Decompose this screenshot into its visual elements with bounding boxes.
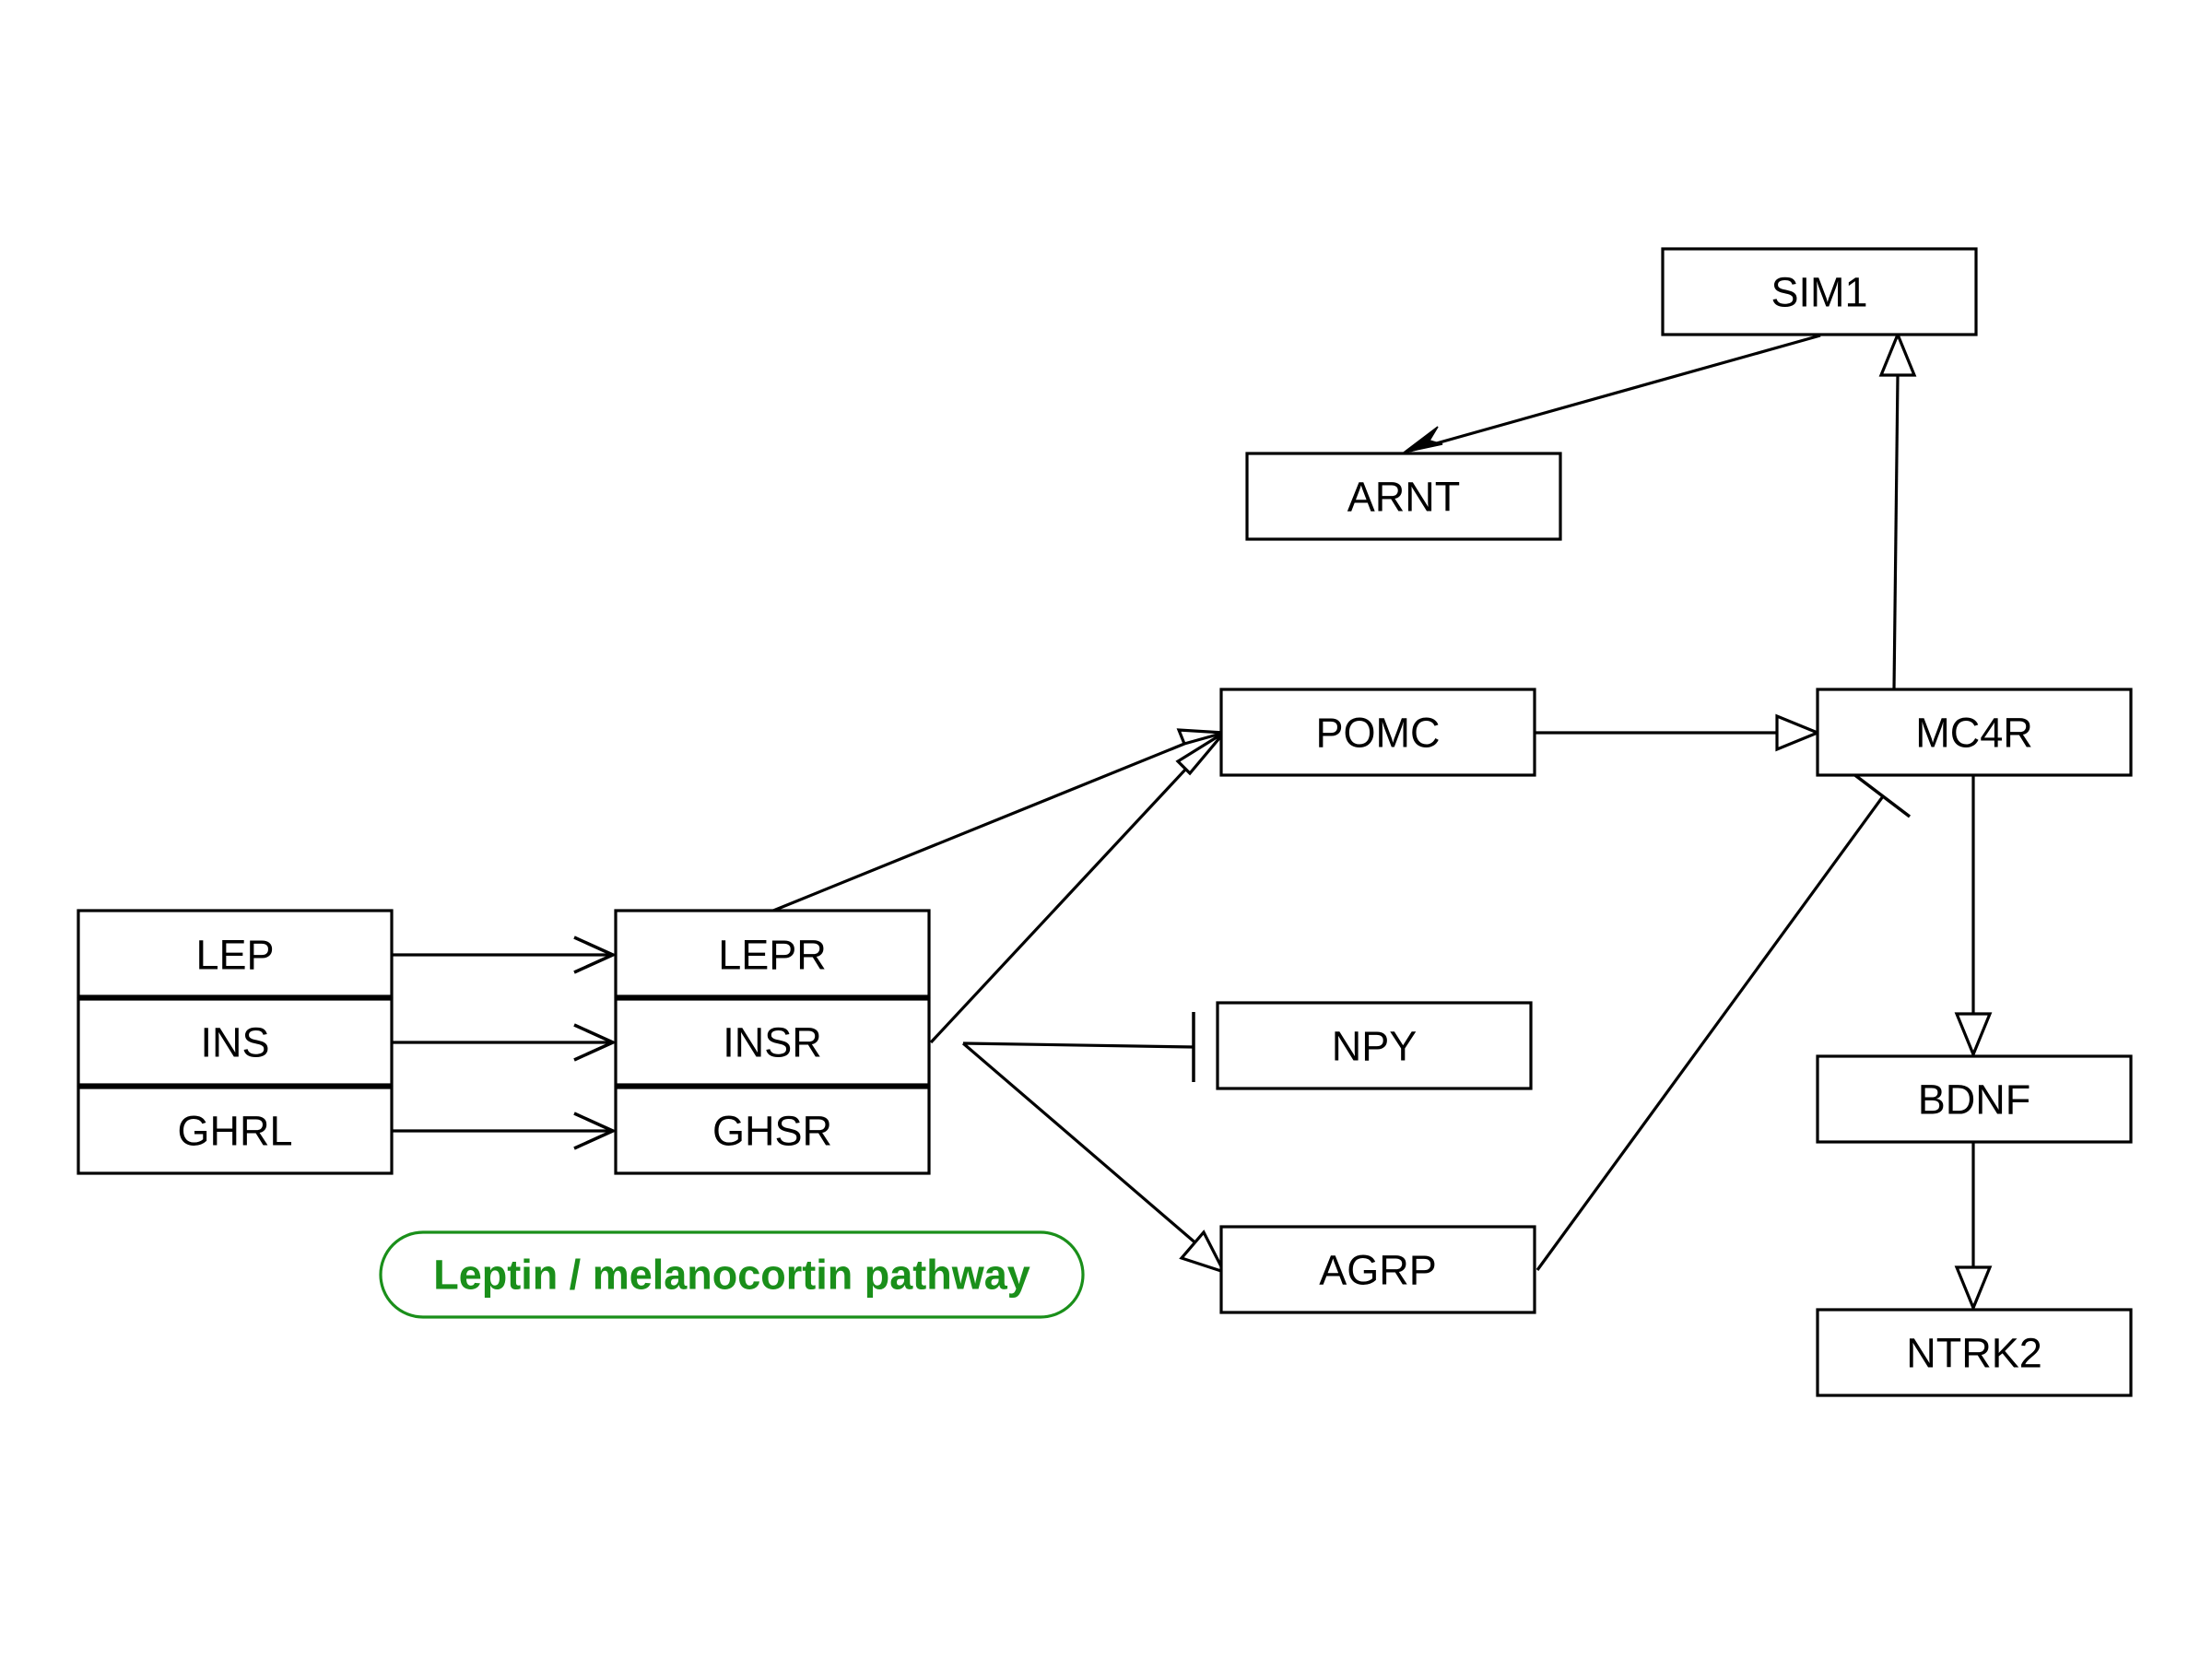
edge-ins-insr bbox=[393, 1023, 618, 1062]
node-label: GHSR bbox=[712, 1108, 832, 1155]
node-bdnf[interactable]: BDNF bbox=[1816, 1054, 2133, 1144]
edge-agrp-mc4r bbox=[1535, 771, 1912, 1271]
legend-label: Leptin / melanocortin pathway bbox=[433, 1252, 1030, 1299]
node-ins[interactable]: INS bbox=[76, 997, 394, 1087]
edges bbox=[393, 330, 1993, 1312]
edge-lepr-pomc bbox=[772, 728, 1225, 912]
node-label: NTRK2 bbox=[1906, 1330, 2042, 1377]
legend-pill bbox=[379, 1230, 1085, 1319]
node-label: NPY bbox=[1332, 1023, 1418, 1070]
node-arnt[interactable]: ARNT bbox=[1245, 452, 1562, 541]
node-label: AGRP bbox=[1319, 1247, 1437, 1294]
node-insr[interactable]: INSR bbox=[614, 997, 931, 1087]
node-lepr[interactable]: LEPR bbox=[614, 909, 931, 998]
edge-sim1-arnt bbox=[1403, 334, 1821, 453]
node-lep[interactable]: LEP bbox=[76, 909, 394, 998]
node-mc4r[interactable]: MC4R bbox=[1816, 688, 2133, 777]
edge-insr-agrp bbox=[961, 1041, 1228, 1275]
edge-bdnf-ntrk2 bbox=[1954, 1141, 1993, 1312]
node-label: POMC bbox=[1316, 710, 1441, 757]
node-label: BDNF bbox=[1918, 1077, 2031, 1124]
node-label: GHRL bbox=[177, 1108, 292, 1155]
node-sim1[interactable]: SIM1 bbox=[1661, 247, 1978, 336]
node-label: LEP bbox=[195, 932, 274, 979]
edge-insr-pomc bbox=[929, 731, 1226, 1044]
node-label: SIM1 bbox=[1771, 269, 1867, 316]
node-label: INSR bbox=[723, 1019, 822, 1066]
edge-insr-npy bbox=[962, 1012, 1195, 1082]
edge-mc4r-sim1 bbox=[1878, 330, 1917, 690]
edge-pomc-mc4r bbox=[1535, 713, 1822, 752]
node-pomc[interactable]: POMC bbox=[1219, 688, 1536, 777]
edge-lep-lepr bbox=[393, 935, 618, 974]
nodes: LEP INS GHRL LEPR INSR GHSR POMC bbox=[76, 247, 2133, 1397]
edge-ghrl-ghsr bbox=[393, 1112, 618, 1150]
edge-mc4r-bdnf bbox=[1954, 776, 1993, 1059]
node-ntrk2[interactable]: NTRK2 bbox=[1816, 1308, 2133, 1397]
node-agrp[interactable]: AGRP bbox=[1219, 1225, 1536, 1314]
node-label: INS bbox=[200, 1019, 269, 1066]
node-npy[interactable]: NPY bbox=[1216, 1001, 1533, 1090]
node-label: ARNT bbox=[1347, 474, 1461, 521]
node-ghsr[interactable]: GHSR bbox=[614, 1086, 931, 1175]
node-label: LEPR bbox=[718, 932, 827, 979]
pathway-legend: Leptin / melanocortin pathway bbox=[379, 1230, 1085, 1319]
node-ghrl[interactable]: GHRL bbox=[76, 1086, 394, 1175]
node-label: MC4R bbox=[1915, 710, 2033, 757]
